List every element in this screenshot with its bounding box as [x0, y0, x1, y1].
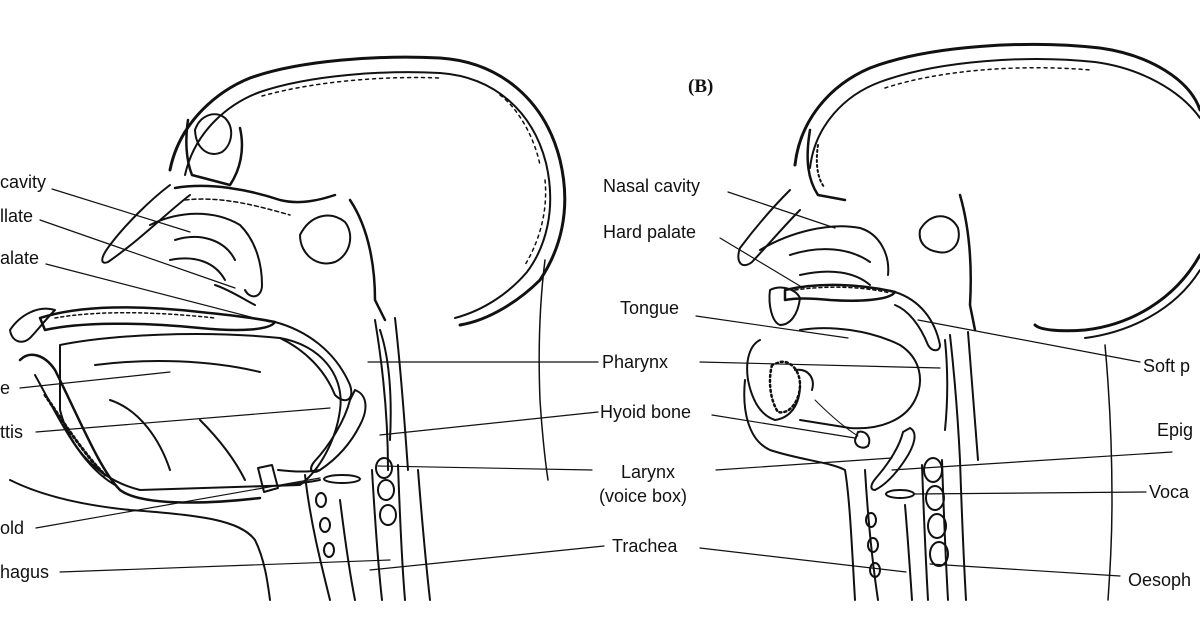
panel-b-label-nasal-cavity: Nasal cavity [603, 176, 701, 196]
panel-a-neck-back [538, 259, 549, 481]
panel-b-label-vocal-fold: Voca [1149, 482, 1190, 502]
panel-b-nasal-conchae [759, 225, 890, 286]
panel-b-epiglottis [870, 427, 916, 491]
panel-b-soft-palate [894, 291, 941, 352]
panel-b-vocal-fold [885, 489, 915, 499]
panel-a-soft-palate [274, 321, 353, 402]
panel-a-label-nasal-cavity: cavity [0, 172, 47, 192]
panel-a-label-epiglottis: ttis [0, 422, 24, 442]
panel-a-vocal-fold [323, 474, 361, 484]
panel-a-label-oesophagus: hagus [0, 562, 50, 582]
panel-a-head [9, 55, 567, 601]
panel-b-hard-palate [783, 283, 897, 302]
panel-a-skull-inner [184, 71, 552, 319]
label-hyoid-bone: Hyoid bone [600, 402, 692, 422]
panel-b-nose [737, 189, 801, 267]
panel-b-hyoid [854, 430, 871, 449]
panel-a-label-tongue: e [0, 378, 11, 398]
panel-b-skull-inner [809, 58, 1200, 169]
panel-a-spine [374, 317, 431, 601]
panel-b-label-soft-palate: Soft p [1143, 356, 1191, 376]
panel-b-letter: (B) [688, 76, 714, 97]
panel-a-lower-jaw [18, 353, 262, 504]
panel-a-skull-bone-texture [261, 76, 547, 266]
panel-b-lower-jaw [746, 339, 801, 421]
label-pharynx: Pharynx [602, 352, 669, 372]
panel-a-label-soft-palate: alate [0, 248, 40, 268]
panel-b-head [695, 42, 1200, 601]
panel-a-nasal-conchae [149, 212, 263, 306]
panel-b-leader-lines [695, 191, 1173, 577]
panel-b-tongue [799, 327, 921, 430]
panel-a-skull-outer [168, 55, 567, 327]
panel-b-oesophagus [921, 459, 949, 601]
panel-b-label-oesophagus: Oesoph [1128, 570, 1192, 590]
label-voice-box: (voice box) [599, 486, 688, 506]
label-larynx: Larynx [621, 462, 676, 482]
panel-a-oesophagus [371, 464, 406, 601]
panel-b-skull-outer [793, 42, 1200, 167]
panel-a-leader-lines [19, 188, 391, 573]
panel-a-trachea [304, 474, 356, 601]
panel-a-nose [101, 184, 191, 264]
panel-a-epiglottis [310, 389, 367, 473]
label-trachea: Trachea [612, 536, 678, 556]
center-leader-lines [367, 361, 941, 573]
panel-b-label-tongue: Tongue [620, 298, 680, 318]
panel-a-label-vocal-fold: old [0, 518, 25, 538]
panel-b-label-hard-palate: Hard palate [603, 222, 697, 242]
panel-a-hyoid [257, 464, 279, 493]
panel-a-hard-palate [38, 306, 277, 332]
panel-b-spine [949, 331, 979, 601]
panel-a-label-hard-palate: llate [0, 206, 34, 226]
panel-b-label-epiglottis: Epig [1157, 420, 1194, 440]
panel-a-frontal-sinus [194, 113, 233, 155]
